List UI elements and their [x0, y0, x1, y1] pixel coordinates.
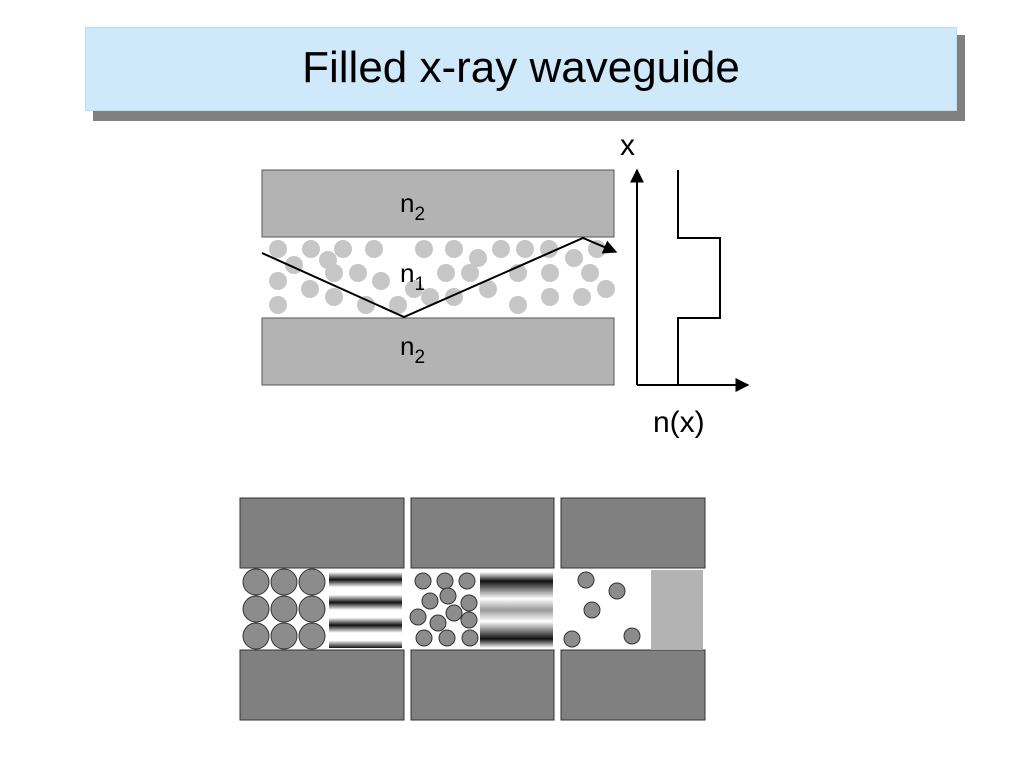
cladding-bottom [261, 317, 615, 386]
core-particles [269, 240, 615, 314]
cladding-top [261, 169, 615, 238]
axis-x-label: x [620, 129, 635, 162]
page-title: Filled x-ray waveguide [302, 42, 740, 92]
section-3 [560, 497, 706, 721]
title-box: Filled x-ray waveguide [85, 27, 957, 111]
core-label: n1 [400, 258, 425, 295]
cladding-label-bottom: n2 [400, 331, 425, 368]
empty-core-region [651, 570, 703, 650]
ray-path [261, 236, 618, 319]
section-1 [239, 497, 405, 721]
cladding-label-top: n2 [400, 188, 425, 225]
index-profile [677, 170, 721, 385]
section-2 [409, 497, 555, 721]
axis-n-label: n(x) [653, 406, 705, 439]
